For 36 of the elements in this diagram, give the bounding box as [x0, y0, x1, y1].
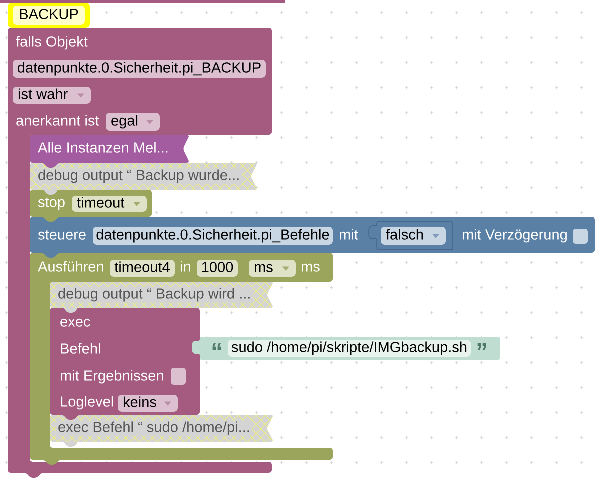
dropdown-field: ist wahr: [13, 87, 91, 104]
dropdown-field: egal: [106, 113, 160, 131]
block-label: stop: [38, 198, 65, 210]
block-label: anerkannt ist: [16, 115, 100, 126]
block-label: exec: [60, 318, 90, 327]
dropdown-field: falsch: [381, 227, 446, 245]
input-field: 1000: [197, 260, 238, 277]
input-field: datenpunkte.0.Sicherheit.pi_BACKUP: [13, 60, 266, 78]
disabled-block: [50, 282, 273, 313]
input-field: timeout4: [110, 260, 175, 277]
block-label: falls Objekt: [16, 36, 88, 50]
input-field: sudo /home/pi/skripte/IMGbackup.sh: [228, 340, 471, 357]
dropdown-field: ms: [249, 260, 296, 277]
block-label: BACKUP: [20, 9, 78, 20]
block-label: Befehl: [61, 343, 100, 354]
block-label: in: [180, 261, 190, 272]
dropdown-field: keins: [118, 395, 178, 412]
block-label: mit: [340, 229, 358, 240]
block-label: debug output “ Backup wird ...: [56, 287, 254, 303]
block-label: ms: [302, 264, 320, 272]
quote-mark: ”: [478, 343, 486, 350]
input-field: datenpunkte.0.Sicherheit.pi_Befehle: [93, 227, 333, 245]
block-label: debug output “ Backup wurde...: [36, 168, 242, 184]
block-label: Ausführen: [38, 261, 104, 272]
block-label: mit Ergebnissen: [60, 370, 164, 384]
disabled-block: [50, 415, 273, 447]
disabled-block: [30, 163, 257, 195]
block-label: Alle Instanzen Mel...: [38, 142, 168, 153]
block-label: exec Befehl “ sudo /home/pi...: [56, 420, 252, 436]
block-label: steuere: [38, 230, 86, 240]
dropdown-field: timeout: [72, 196, 147, 212]
collapsed-block: [30, 135, 189, 168]
block-label: mit Verzögerung: [462, 229, 567, 243]
quote-mark: “: [212, 343, 222, 350]
block-label: Loglevel: [61, 396, 114, 410]
comment-box: [8, 3, 90, 28]
